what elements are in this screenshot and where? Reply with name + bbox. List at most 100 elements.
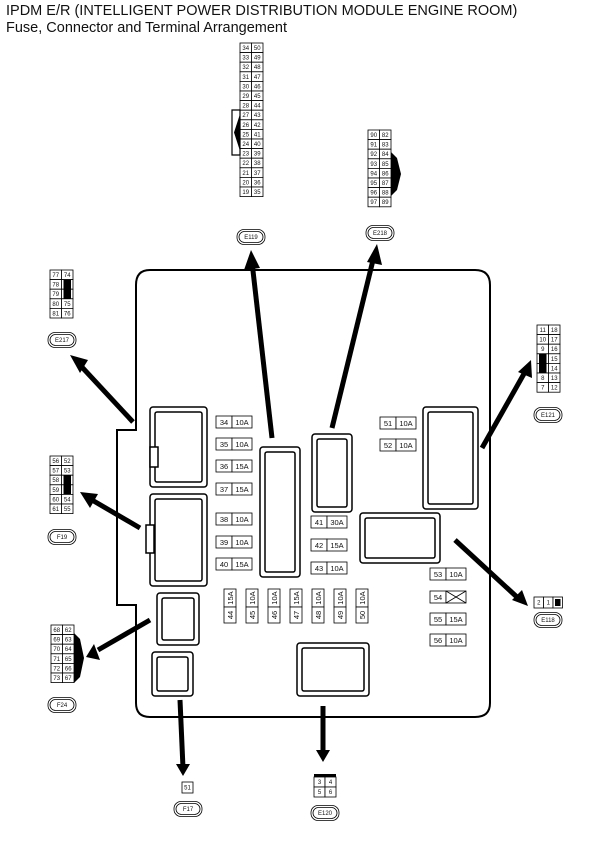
pin-number: 84 (382, 152, 389, 158)
pin-number: 91 (370, 143, 377, 149)
pin-number: 69 (53, 638, 60, 644)
fuse-number: 47 (292, 611, 301, 619)
pin-number: 6 (329, 790, 333, 796)
ipdm-housing (116, 269, 491, 718)
fuse-number-cell (267, 606, 281, 624)
pin-number: 40 (254, 142, 261, 148)
pin-number: 44 (254, 104, 261, 110)
fuse-number: 36 (220, 462, 228, 471)
connector-id: E218 (373, 231, 388, 237)
pin-number: 62 (65, 628, 72, 634)
fuse-number: 54 (434, 593, 442, 602)
pin-number: 89 (382, 200, 389, 206)
fuse-rating-cell (231, 557, 253, 571)
pin-number: 70 (53, 647, 60, 653)
fuse-number: 53 (434, 570, 442, 579)
fuse-rating: 10A (449, 570, 462, 579)
fuse-number: 55 (434, 615, 442, 624)
pin-number: 48 (254, 65, 261, 71)
fuse-number: 44 (226, 611, 235, 619)
pin-number: 78 (52, 283, 59, 289)
socket-upper-left (149, 406, 208, 488)
fuse-number-cell (311, 606, 325, 624)
pin-number: 3 (318, 780, 322, 786)
fuse-number-cell (245, 606, 259, 624)
pin-number: 63 (65, 638, 72, 644)
pin-number: 56 (52, 459, 59, 465)
fuse-number: 40 (220, 560, 228, 569)
fuse-rating-cell (231, 459, 253, 473)
socket-e118 (359, 512, 441, 564)
pin-number: 41 (254, 132, 261, 138)
pin-number: 26 (242, 123, 249, 129)
pin-number: 1 (547, 601, 551, 607)
pin-number: 65 (65, 657, 72, 663)
connector-id: E121 (541, 413, 556, 419)
pin-number: 12 (551, 386, 558, 392)
pin-number: 19 (242, 190, 249, 196)
pin-number: 45 (254, 94, 261, 100)
fuse-rating-cell (326, 561, 348, 575)
connector-id-badge-inner (49, 334, 75, 346)
pin-cell (251, 186, 264, 198)
pin-number: 22 (242, 161, 249, 167)
connector-id-badge-inner (312, 807, 338, 819)
fuse-rating-cell (231, 437, 253, 451)
fuse-rating: 10A (270, 591, 279, 604)
pin-cell (324, 786, 337, 798)
pin-number: 21 (242, 171, 249, 177)
pin-number: 93 (370, 162, 377, 168)
pin-number: 8 (541, 376, 545, 382)
pin-number: 73 (53, 676, 60, 682)
connector-id-badge-inner (49, 699, 75, 711)
fuse-number-cell (333, 606, 347, 624)
pin-number: 68 (53, 628, 60, 634)
connector-tab (391, 152, 401, 196)
pin-number: 85 (382, 162, 389, 168)
fuse-number-cell (223, 606, 237, 624)
pin-number: 72 (53, 666, 60, 672)
fuse-rating: 10A (235, 418, 248, 427)
pin-number: 83 (382, 143, 389, 149)
fuse-rating: 15A (330, 541, 343, 550)
pin-number: 92 (370, 152, 377, 158)
socket-e119 (259, 446, 301, 578)
connector-key (539, 353, 547, 373)
fuse-number: 48 (314, 611, 323, 619)
pin-number: 77 (52, 273, 59, 279)
pin-number: 61 (52, 507, 59, 513)
socket-f24 (156, 592, 200, 646)
pin-number: 11 (540, 328, 547, 334)
pin-number: 37 (254, 171, 261, 177)
diagram-subtitle: Fuse, Connector and Terminal Arrangement (6, 20, 288, 36)
fuse-rating-cell (445, 633, 467, 647)
fuse-rating: 15A (235, 462, 248, 471)
socket-e120 (296, 642, 370, 697)
connector-id: F24 (57, 703, 68, 709)
connector-id-badge-inner (49, 531, 75, 543)
fuse-rating-cell (231, 482, 253, 496)
pin-number: 97 (370, 200, 377, 206)
fuse-number: 51 (384, 419, 392, 428)
connector-id: F17 (183, 807, 194, 813)
pin-number: 16 (551, 347, 558, 353)
fuse-number-cell (289, 606, 303, 624)
fuse-right: 54 (429, 590, 467, 604)
fuse-number-cell (355, 606, 369, 624)
fuse-rating-cell (326, 515, 348, 529)
pin-number: 54 (64, 497, 71, 503)
pin-number: 94 (370, 171, 377, 177)
pin-number: 29 (242, 94, 249, 100)
